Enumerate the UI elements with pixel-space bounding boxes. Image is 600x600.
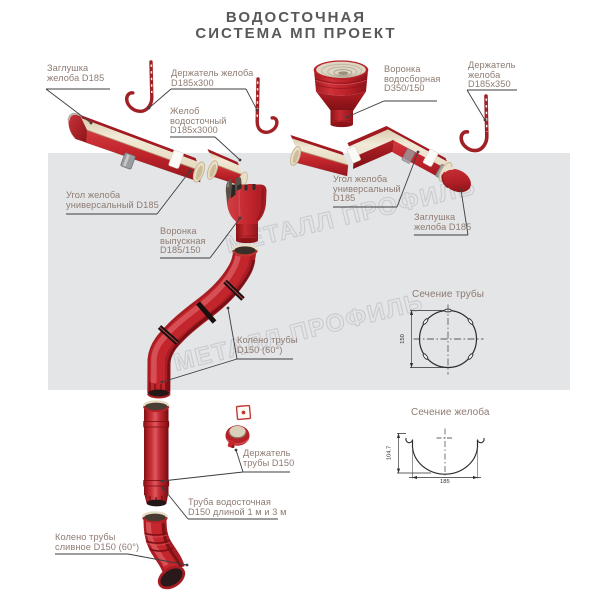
downpipe <box>142 400 170 507</box>
label-downpipe: Труба водосточная D150 длиной 1 м и 3 м <box>188 497 287 517</box>
label-pipe-section: Сечение трубы <box>412 289 485 300</box>
pipe-section-drawing <box>409 304 484 375</box>
leader-lines <box>45 88 517 567</box>
gutter-corner-piece <box>346 126 452 184</box>
page-title: ВОДОСТОЧНАЯ СИСТЕМА МП ПРОЕКТ <box>195 9 397 42</box>
label-drain-elbow: Колено трубы сливное D150 (60°) <box>55 532 140 552</box>
label-gutter-section: Сечение желоба <box>411 407 490 418</box>
label-gutter: Желоб водосточный D185x3000 <box>170 106 227 136</box>
elbow-pipe-assembly <box>147 244 258 399</box>
gutter-hook-300-left <box>125 60 154 114</box>
dim-gutter-height: 104.7 <box>386 445 393 461</box>
outlet-funnel <box>225 177 267 244</box>
label-collect-funnel: Воронка водосборная D350/150 <box>384 64 441 94</box>
label-outlet-funnel: Воронка выпускная D185/150 <box>160 226 206 256</box>
dim-gutter-width: 185 <box>439 479 451 485</box>
gutter-hook-350 <box>459 94 489 153</box>
collecting-funnel <box>313 60 369 128</box>
label-gutter-hook-300: Держатель желоба D185x300 <box>171 68 254 88</box>
gutter-middle-piece <box>289 135 349 177</box>
pipe-holder <box>225 404 252 449</box>
label-end-cap-right: Заглушка желоба D185 <box>414 212 472 232</box>
label-pipe-holder: Держатель трубы D150 <box>243 448 295 468</box>
dim-pipe-diameter: 150 <box>399 334 406 344</box>
gutter-end-cap-right <box>438 161 471 193</box>
label-corner-left: Угол желоба универсальный D185 <box>66 190 159 210</box>
label-gutter-hook-350: Держатель желоба D185x350 <box>468 60 516 90</box>
drain-elbow <box>142 511 186 590</box>
gutter-left-run <box>67 112 206 183</box>
gray-backdrop-panel <box>48 153 570 390</box>
gutter-hook-300-right <box>255 77 279 134</box>
label-corner-right: Угол желоба универсальный D185 <box>333 174 401 204</box>
label-end-cap-left: Заглушка желоба D185 <box>47 63 105 83</box>
gutter-section-drawing <box>396 428 485 480</box>
label-elbow: Колено трубы D150 (60°) <box>237 335 298 355</box>
